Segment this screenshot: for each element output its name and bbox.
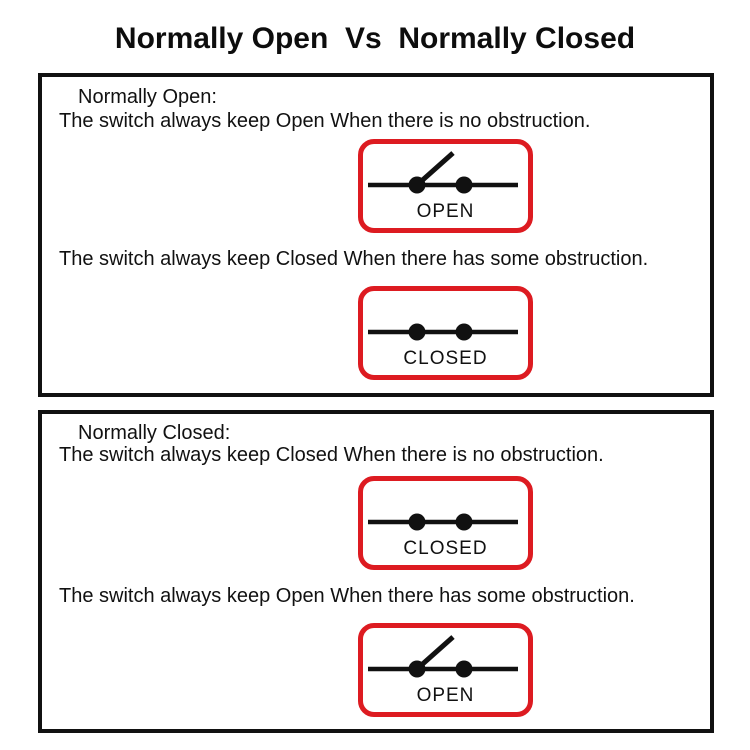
page-title: Normally Open Vs Normally Closed [114, 22, 636, 55]
description-has-obstruction: The switch always keep Closed When there… [59, 248, 649, 270]
switch-state-label: CLOSED [403, 538, 488, 559]
switch-card-closed: CLOSED [358, 476, 533, 570]
open-switch-icon [368, 151, 518, 194]
switch-state-label: CLOSED [403, 348, 488, 369]
closed-switch-icon [368, 323, 518, 341]
switch-state-label: OPEN [416, 201, 475, 222]
description-no-obstruction: The switch always keep Open When there i… [59, 110, 591, 132]
normally-open-panel: Normally Open: The switch always keep Op… [38, 73, 714, 397]
open-switch-icon [368, 635, 518, 678]
description-no-obstruction: The switch always keep Closed When there… [59, 444, 604, 466]
switch-card-open: OPEN [358, 623, 533, 717]
switch-card-closed: CLOSED [358, 286, 533, 380]
switch-card-open: OPEN [358, 139, 533, 233]
description-has-obstruction: The switch always keep Open When there h… [59, 585, 635, 607]
panel-heading: Normally Closed: [78, 422, 231, 444]
normally-closed-panel: Normally Closed: The switch always keep … [38, 410, 714, 733]
switch-state-label: OPEN [416, 685, 475, 706]
closed-switch-icon [368, 513, 518, 531]
panel-heading: Normally Open: [78, 86, 217, 108]
